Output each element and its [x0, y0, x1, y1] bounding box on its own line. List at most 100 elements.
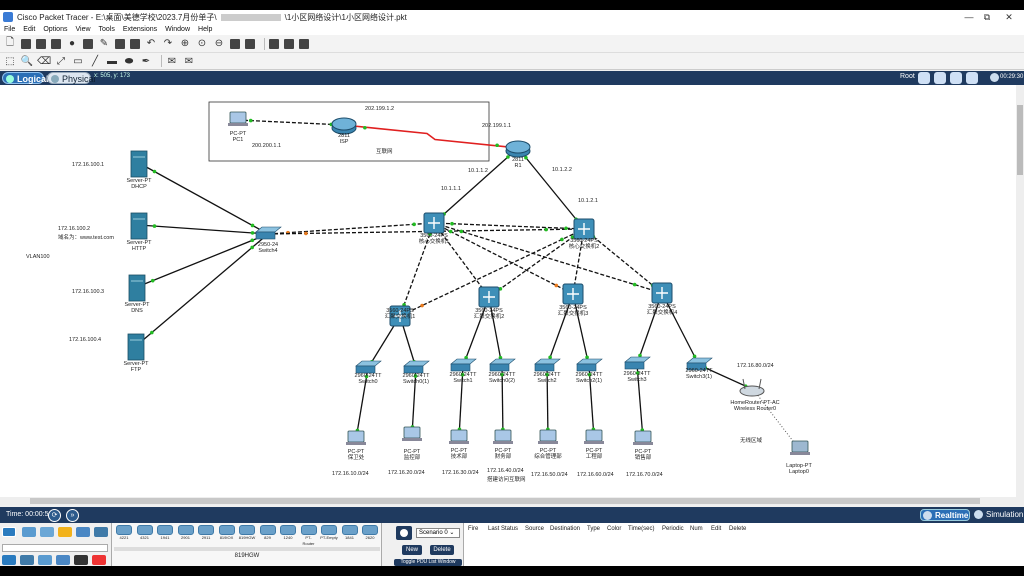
realtime-mode-button[interactable]: Realtime	[920, 509, 970, 521]
link-pc1-isp[interactable]	[237, 119, 345, 126]
vertical-scrollbar[interactable]	[1016, 85, 1024, 497]
device-model-10[interactable]: PT-Empty	[320, 525, 338, 543]
link-sw2b-pcF[interactable]	[588, 365, 595, 439]
link-sw0c-pcD[interactable]	[501, 365, 504, 439]
zoom-reset-icon[interactable]: ⊙	[197, 38, 207, 49]
link-agg3-sw2b[interactable]	[572, 293, 590, 367]
device-search-input[interactable]	[2, 544, 108, 552]
routers-icon[interactable]	[2, 555, 16, 565]
new-scenario-button[interactable]: New	[402, 545, 422, 555]
device-sw2b[interactable]	[576, 358, 603, 372]
switches-icon[interactable]	[20, 555, 34, 565]
link-sw0-pcA[interactable]	[355, 367, 369, 440]
simulation-mode-button[interactable]: Simulation	[972, 509, 1023, 521]
freeform-icon[interactable]: ✒	[141, 55, 151, 67]
device-model-3[interactable]: 2901	[177, 525, 195, 543]
menu-window[interactable]: Window	[165, 26, 191, 33]
back-icon[interactable]	[918, 72, 930, 84]
security-icon[interactable]	[74, 555, 88, 565]
device-pcA[interactable]	[346, 430, 366, 445]
device-pcG[interactable]	[633, 430, 653, 445]
rectangle-icon[interactable]: ▬	[107, 55, 117, 67]
copy-icon[interactable]	[115, 38, 125, 49]
device-sw0[interactable]	[355, 360, 382, 374]
link-agg4-sw3[interactable]	[636, 292, 663, 365]
link-dns-sw4[interactable]	[136, 233, 269, 288]
end-devices-icon[interactable]	[22, 527, 36, 537]
link-core2-agg2[interactable]	[488, 228, 585, 298]
new-file-icon[interactable]: 🗋	[5, 37, 15, 48]
maximize-button[interactable]: ⧉	[983, 12, 991, 22]
device-isp[interactable]	[331, 117, 357, 135]
link-agg4-sw3b[interactable]	[661, 292, 700, 366]
delete-scenario-button[interactable]: Delete	[430, 545, 454, 555]
inspect-icon[interactable]: 🔍	[20, 55, 34, 67]
network-devices-icon[interactable]	[2, 527, 16, 537]
connections-icon[interactable]	[58, 527, 72, 537]
close-button[interactable]: ✕	[1005, 12, 1013, 22]
power-cycle-button[interactable]: ⟳	[48, 509, 61, 522]
link-sw3-pcG[interactable]	[636, 363, 644, 440]
device-agg1[interactable]	[389, 305, 411, 327]
link-core1-agg1[interactable]	[399, 222, 435, 317]
link-agg2-sw1[interactable]	[462, 296, 490, 367]
link-core2-agg1[interactable]	[399, 228, 585, 317]
device-agg2[interactable]	[478, 286, 500, 308]
device-pcB[interactable]	[402, 426, 422, 441]
link-ftp-sw4[interactable]	[135, 233, 269, 347]
viewport-move-icon[interactable]	[950, 72, 962, 84]
device-sw0c[interactable]	[489, 358, 516, 372]
tab-physical[interactable]: Physical	[47, 72, 96, 84]
print-icon[interactable]	[51, 38, 61, 49]
menu-file[interactable]: File	[4, 26, 16, 33]
menu-tools[interactable]: Tools	[98, 26, 115, 33]
device-model-9[interactable]: PT-Router	[300, 525, 318, 546]
misc-icon[interactable]	[76, 527, 90, 537]
tab-logical[interactable]: Logical	[2, 72, 49, 84]
note-icon[interactable]: ▭	[73, 55, 83, 67]
device-model-1[interactable]: 4321	[136, 525, 154, 543]
link-core2-agg3[interactable]	[572, 228, 585, 295]
device-http[interactable]	[130, 212, 148, 240]
device-model-12[interactable]: 2620	[361, 525, 379, 543]
link-sw2-pcE[interactable]	[546, 365, 549, 439]
fast-forward-button[interactable]: »	[66, 509, 79, 522]
device-pcD[interactable]	[493, 429, 513, 444]
link-sw3b-wr[interactable]	[698, 364, 753, 390]
link-agg3-sw2[interactable]	[546, 293, 574, 367]
select-icon[interactable]: ⬚	[5, 55, 15, 67]
link-http-sw4[interactable]	[138, 224, 269, 235]
link-agg2-sw0c[interactable]	[488, 296, 503, 367]
link-sw1-pcC[interactable]	[458, 365, 464, 439]
device-pcF[interactable]	[584, 429, 604, 444]
ellipse-icon[interactable]: ⬬	[124, 55, 134, 67]
undo-icon[interactable]: ↶	[146, 38, 156, 49]
link-sw4-core1[interactable]	[267, 222, 435, 235]
device-sw1[interactable]	[450, 358, 477, 372]
link-core1-agg2[interactable]	[433, 222, 490, 298]
device-sw4[interactable]	[255, 226, 282, 240]
link-dhcp-sw4[interactable]	[138, 162, 269, 235]
link-r1-core2[interactable]	[517, 147, 585, 230]
redo-icon[interactable]: ↷	[163, 38, 173, 49]
viewport-icon[interactable]	[269, 38, 279, 49]
wan-emulation-icon[interactable]	[92, 555, 106, 565]
device-model-11[interactable]: 1841	[341, 525, 359, 543]
device-model-5[interactable]: 819IOX	[218, 525, 236, 543]
link-core1-agg3[interactable]	[433, 222, 574, 295]
device-list-scrollbar[interactable]	[114, 547, 380, 551]
toggle-pdu-list-button[interactable]: Toggle PDU List Window	[394, 559, 462, 566]
save-icon[interactable]	[36, 38, 46, 49]
pdu-icon[interactable]	[284, 38, 294, 49]
add-complex-pdu-icon[interactable]: ✉	[184, 55, 194, 67]
device-pcE[interactable]	[538, 429, 558, 444]
menu-view[interactable]: View	[75, 26, 91, 33]
cluster-icon[interactable]	[934, 72, 946, 84]
vertical-scroll-thumb[interactable]	[1017, 105, 1023, 175]
link-sw0b-pcB[interactable]	[411, 367, 417, 436]
link-r1-core1[interactable]	[433, 147, 519, 224]
device-r1[interactable]	[505, 140, 531, 158]
link-core1-agg4[interactable]	[433, 222, 663, 294]
device-dns[interactable]	[128, 274, 146, 302]
